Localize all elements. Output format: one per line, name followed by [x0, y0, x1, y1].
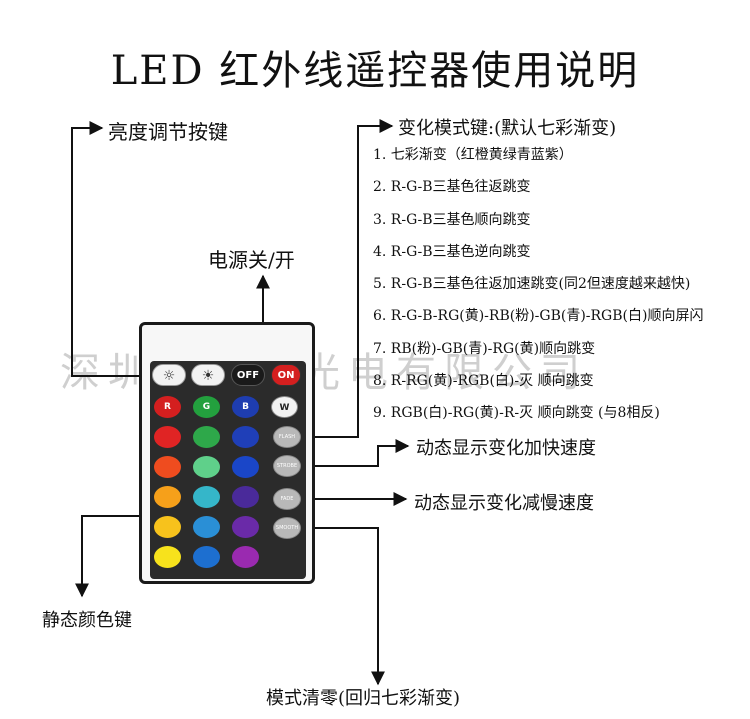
brightness-down-button[interactable]: ☼	[152, 364, 186, 386]
color-button[interactable]	[193, 546, 220, 568]
arrow-mode-keys	[300, 119, 394, 444]
color-button[interactable]	[232, 456, 259, 478]
color-button[interactable]	[193, 456, 220, 478]
mode-item: 2. R-G-B三基色往返跳变	[373, 179, 531, 196]
color-button[interactable]	[232, 546, 259, 568]
color-button[interactable]	[154, 546, 181, 568]
blue-button[interactable]: B	[232, 396, 259, 418]
strobe-button[interactable]: STROBE	[273, 455, 301, 477]
color-button[interactable]	[154, 516, 181, 538]
off-button[interactable]: OFF	[231, 364, 265, 386]
color-button[interactable]	[193, 486, 220, 508]
color-button[interactable]	[193, 426, 220, 448]
mode-item: 1. 七彩渐变（红橙黄绿青蓝紫）	[373, 147, 573, 163]
smooth-button[interactable]: SMOOTH	[273, 517, 301, 539]
green-button[interactable]: G	[193, 396, 220, 418]
mode-item: 7. RB(粉)-GB(青)-RG(黄)顺向跳变	[373, 340, 596, 357]
label-slower: 动态显示变化减慢速度	[414, 493, 594, 514]
sun-icon: ☼	[162, 368, 176, 384]
mode-item: 4. R-G-B三基色逆向跳变	[373, 243, 531, 260]
color-button[interactable]	[232, 426, 259, 448]
color-button[interactable]	[154, 426, 181, 448]
remote-control	[139, 322, 315, 584]
mode-item: 5. R-G-B三基色往返加速跳变(同2但速度越来越快)	[373, 276, 691, 293]
on-button[interactable]: ON	[271, 364, 301, 386]
label-brightness: 亮度调节按键	[108, 120, 228, 144]
label-static-color: 静态颜色键	[42, 610, 132, 631]
color-button[interactable]	[232, 486, 259, 508]
color-button[interactable]	[154, 486, 181, 508]
color-button[interactable]	[232, 516, 259, 538]
mode-item: 3. R-G-B三基色顺向跳变	[373, 211, 531, 228]
flash-button[interactable]: FLASH	[273, 426, 301, 448]
label-mode-keys: 变化模式键:(默认七彩渐变)	[398, 118, 617, 139]
arrow-mode-reset	[300, 521, 385, 686]
white-button[interactable]: W	[271, 396, 298, 418]
label-mode-reset: 模式清零(回归七彩渐变)	[266, 688, 461, 709]
fade-button[interactable]: FADE	[273, 488, 301, 510]
brightness-up-button[interactable]: ☀	[191, 364, 225, 386]
mode-item: 6. R-G-B-RG(黄)-RB(粉)-GB(青)-RGB(白)顺向屏闪	[373, 308, 704, 325]
label-faster: 动态显示变化加快速度	[416, 438, 596, 459]
arrow-faster	[300, 439, 410, 473]
mode-item: 9. RGB(白)-RG(黄)-R-灭 顺向跳变 (与8相反)	[373, 405, 660, 422]
page-title: LED 红外线遥控器使用说明	[110, 48, 640, 94]
arrow-brightness	[71, 121, 162, 383]
color-button[interactable]	[193, 516, 220, 538]
mode-list: 1. 七彩渐变（红橙黄绿青蓝紫） 2. R-G-B三基色往返跳变 3. R-G-…	[373, 143, 703, 434]
label-power: 电源关/开	[208, 248, 295, 272]
arrow-static-color	[75, 509, 166, 598]
color-button[interactable]	[154, 456, 181, 478]
red-button[interactable]: R	[154, 396, 181, 418]
sun-icon: ☀	[201, 368, 215, 384]
mode-item: 8. R-RG(黄)-RGB(白)-灭 顺向跳变	[373, 373, 594, 390]
